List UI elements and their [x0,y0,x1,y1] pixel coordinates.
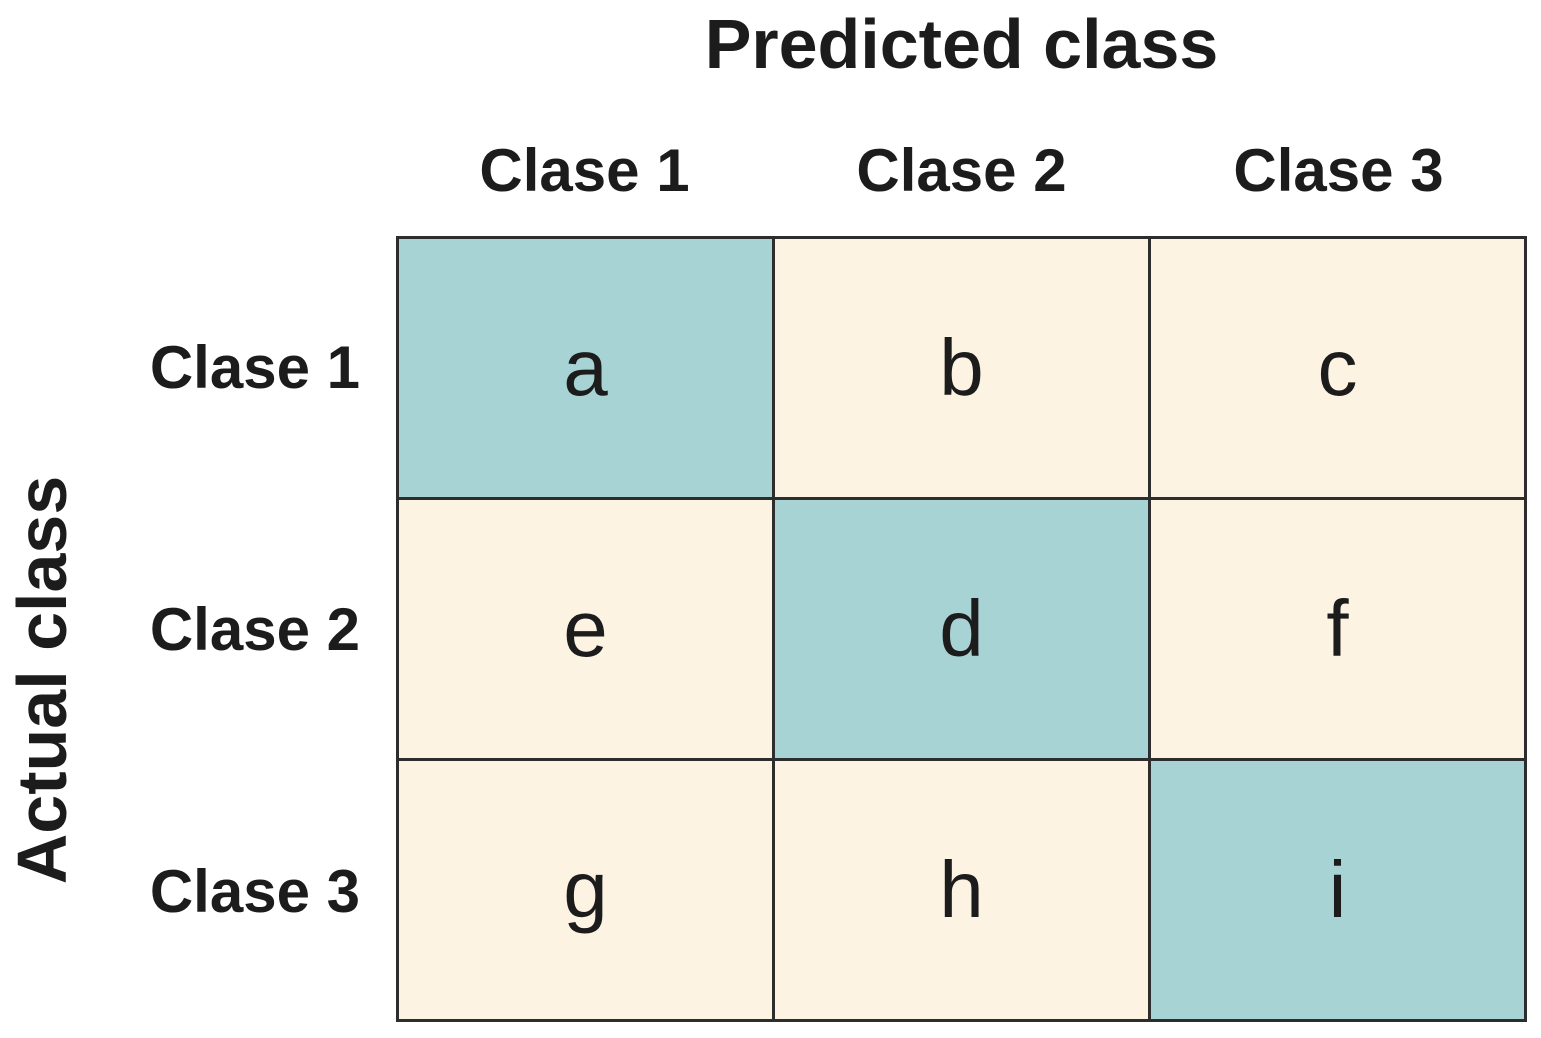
row-headers: Clase 1 Clase 2 Clase 3 [110,236,360,1022]
cell-r1c3: c [1151,239,1524,497]
cell-r1c2: b [775,239,1148,497]
cell-r3c2: h [775,761,1148,1019]
actual-class-axis-title: Actual class [3,475,81,885]
cell-r1c1: a [399,239,772,497]
cell-r2c1: e [399,500,772,758]
row-header-clase-1: Clase 1 [149,333,360,401]
cell-r3c3: i [1151,761,1524,1019]
col-header-clase-3: Clase 3 [1233,136,1444,204]
column-headers: Clase 1 Clase 2 Clase 3 [396,130,1527,210]
cell-r2c3: f [1151,500,1524,758]
col-header-clase-1: Clase 1 [479,136,690,204]
predicted-class-axis-title: Predicted class [704,5,1219,83]
cell-r3c1: g [399,761,772,1019]
matrix-grid: a b c e d f g h i [396,236,1527,1022]
col-header-clase-2: Clase 2 [856,136,1067,204]
row-header-clase-3: Clase 3 [149,857,360,925]
cell-r2c2: d [775,500,1148,758]
row-header-clase-2: Clase 2 [149,595,360,663]
